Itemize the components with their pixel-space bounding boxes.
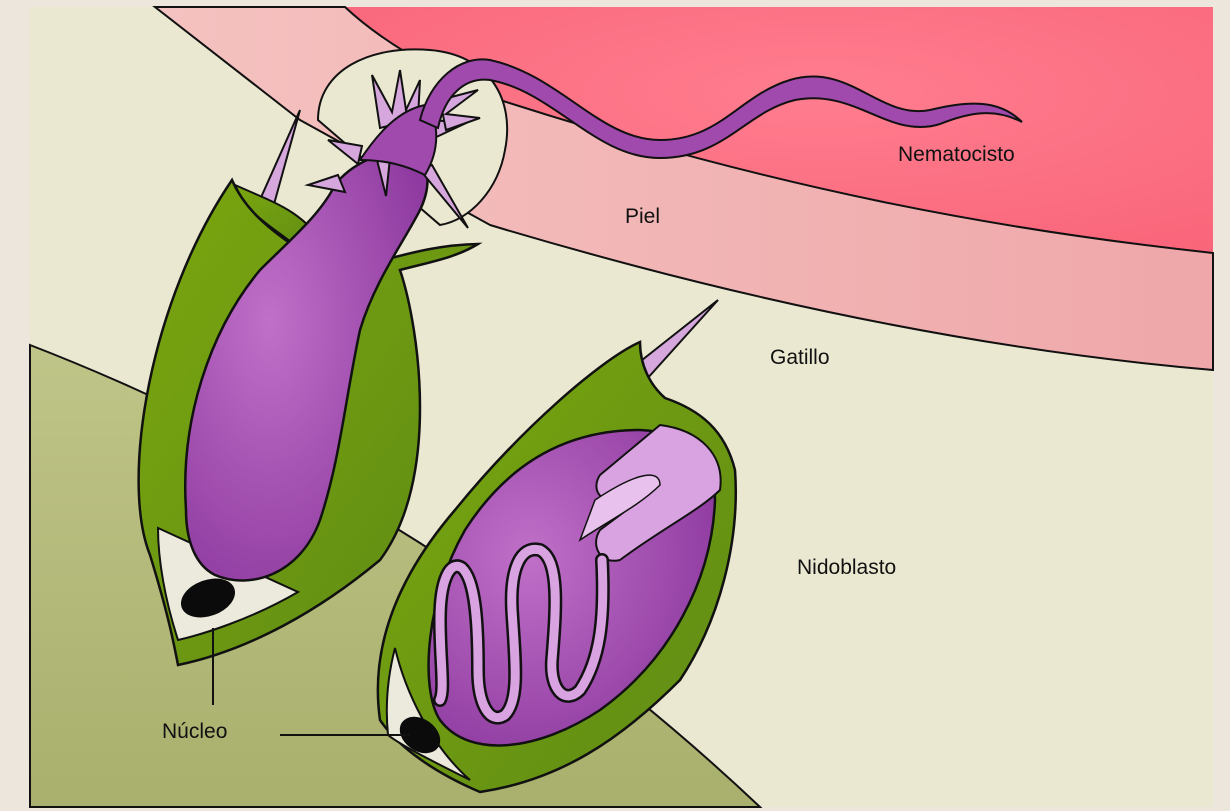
label-nematocisto: Nematocisto [898,143,1015,167]
label-piel: Piel [625,205,660,229]
label-nucleo: Núcleo [162,720,227,744]
label-gatillo: Gatillo [770,346,830,370]
label-nidoblasto: Nidoblasto [797,556,896,580]
